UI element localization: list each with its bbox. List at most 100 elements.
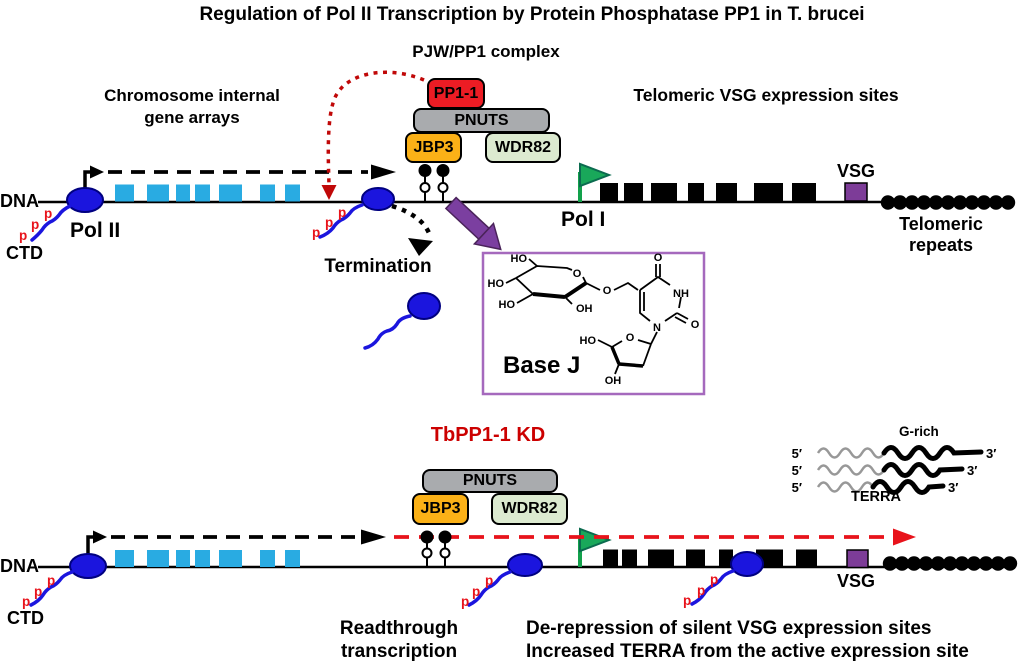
ctd-tail xyxy=(318,203,364,239)
gene-array-bottom xyxy=(115,550,300,567)
terra-strand-grich xyxy=(881,445,984,461)
repeat-circle xyxy=(930,556,946,571)
double-bond xyxy=(655,264,661,277)
arrowhead-icon xyxy=(361,529,386,545)
glucose-ring-icon xyxy=(421,547,433,559)
arrowhead-icon xyxy=(408,238,433,256)
figure-title: Regulation of Pol II Transcription by Pr… xyxy=(199,4,865,25)
phospho-label: p xyxy=(312,225,320,240)
terra-strand-gray xyxy=(816,464,886,476)
lollipop-head xyxy=(438,530,452,544)
base-j-marks-bottom xyxy=(420,530,452,567)
vsg-label-top: VSG xyxy=(836,161,875,181)
gene-arrays-label: Chromosome internal gene arrays xyxy=(87,85,297,129)
terra-strand-gray xyxy=(816,447,886,459)
derepression-line2: Increased TERRA from the active expressi… xyxy=(526,641,969,662)
bond xyxy=(516,293,534,304)
repeat-circle xyxy=(918,556,934,571)
phospho-label: p xyxy=(485,573,493,588)
atom-label-ho: HO xyxy=(580,335,597,347)
bond xyxy=(618,362,644,368)
bond xyxy=(610,346,621,365)
gene-box xyxy=(260,184,275,202)
gene-box xyxy=(195,184,210,202)
bond xyxy=(564,296,573,305)
repeat-circle xyxy=(940,195,956,210)
telomeric-sites-label: Telomeric VSG expression sites xyxy=(633,85,899,105)
pnuts-label: PNUTS xyxy=(462,472,518,489)
repeat-circle xyxy=(964,195,980,210)
vsg-es-array-bottom xyxy=(603,549,817,567)
atom-label-n: N xyxy=(653,322,661,334)
gene-box xyxy=(648,549,674,567)
lollipop-head xyxy=(418,164,432,177)
bond xyxy=(637,339,652,345)
phospho-label: p xyxy=(710,572,718,587)
terra-strand-grich xyxy=(870,479,946,495)
repeat-circle xyxy=(1000,195,1016,210)
bond xyxy=(664,312,678,322)
glucose-ring-icon xyxy=(439,547,451,559)
repeat-circle xyxy=(1002,556,1018,571)
repeat-circle xyxy=(928,195,944,210)
atom-label-nh: NH xyxy=(673,288,689,300)
g-rich-label: G-rich xyxy=(899,424,939,439)
bond xyxy=(639,275,671,291)
gene-box xyxy=(716,183,737,202)
three-prime-label: 3′ xyxy=(948,480,958,495)
bond xyxy=(611,340,623,348)
gene-box xyxy=(792,183,816,202)
atom-label-o: O xyxy=(603,285,612,297)
flag-icon-bottom xyxy=(579,527,612,553)
protein-box-wdr82-kd: WDR82 xyxy=(491,493,568,525)
arrowhead-icon xyxy=(371,164,396,180)
protein-box-pp1-1: PP1-1 xyxy=(427,78,485,109)
dna-label-bottom: DNA xyxy=(0,556,39,576)
gene-box xyxy=(622,549,637,567)
pol1-label: Pol I xyxy=(561,208,606,231)
phospho-label: p xyxy=(22,594,30,609)
gene-box xyxy=(147,550,169,567)
pp1-1-label: PP1-1 xyxy=(433,84,479,102)
gene-box xyxy=(796,549,817,567)
gene-box xyxy=(285,550,300,567)
gene-box xyxy=(195,550,210,567)
termination-label: Termination xyxy=(324,256,432,277)
phospho-label: p xyxy=(325,215,333,230)
lollipop-head xyxy=(420,530,434,544)
atom-label-o: O xyxy=(654,252,663,264)
pol2-polymerase xyxy=(69,553,107,579)
base-j-chemical-structure xyxy=(505,258,689,375)
repeat-circle xyxy=(892,195,908,210)
readthrough-label: Readthrough transcription xyxy=(318,617,480,663)
repeat-circle xyxy=(882,556,898,571)
protein-box-wdr82: WDR82 xyxy=(485,132,561,163)
atom-label-oh: OH xyxy=(576,303,593,315)
bond xyxy=(515,265,573,279)
terra-label: TERRA xyxy=(851,489,901,505)
repeat-circle xyxy=(952,195,968,210)
protein-box-jbp3: JBP3 xyxy=(405,132,462,163)
arrowhead-icon xyxy=(472,221,502,251)
atom-label-oh: OH xyxy=(605,375,622,387)
phospho-label: p xyxy=(697,583,705,598)
ctd-label-top: CTD xyxy=(6,243,43,263)
gene-arrays-line2: gene arrays xyxy=(144,108,240,127)
phospho-label: p xyxy=(34,584,42,599)
pol2-label: Pol II xyxy=(70,219,121,242)
gene-box xyxy=(176,184,190,202)
phospho-label: p xyxy=(461,594,469,609)
derepression-label: De-repression of silent VSG expression s… xyxy=(526,617,969,663)
five-prime-label: 5′ xyxy=(792,463,802,478)
bond xyxy=(613,281,639,291)
pnuts-label: PNUTS xyxy=(454,111,509,129)
three-prime-label: 3′ xyxy=(967,463,977,478)
derepression-line1: De-repression of silent VSG expression s… xyxy=(526,618,932,639)
three-prime-label: 3′ xyxy=(986,446,996,461)
complex-title: PJW/PP1 complex xyxy=(412,42,560,61)
ctd-tail xyxy=(467,570,512,607)
gene-box xyxy=(688,183,704,202)
telomeric-repeats-label: Telomeric repeats xyxy=(880,214,1002,256)
